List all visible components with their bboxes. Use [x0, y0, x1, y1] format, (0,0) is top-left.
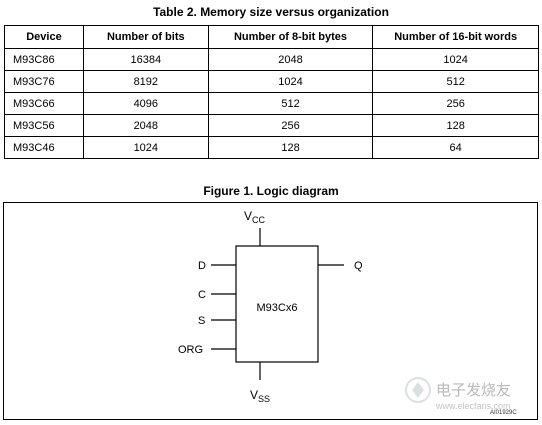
cell-bytes: 128	[207, 136, 374, 159]
cell-device: M93C66	[4, 92, 84, 115]
header-words: Number of 16-bit words	[372, 25, 539, 49]
cell-bits: 1024	[82, 136, 209, 159]
vcc-label-main: V	[244, 209, 252, 223]
pin-label-org: ORG	[178, 344, 203, 356]
figure-code: AI01929C	[490, 410, 517, 416]
memory-size-table: Device Number of bits Number of 8-bit by…	[4, 25, 539, 159]
cell-bits: 16384	[82, 48, 209, 71]
table-row: M93C56 2048 256 128	[4, 114, 539, 137]
logic-diagram: M93Cx6 VCC VSS D C S ORG Q 电子发烧友 www.ele…	[178, 209, 517, 416]
cell-bits: 8192	[82, 70, 209, 93]
cell-bytes: 1024	[207, 70, 374, 93]
pin-label-d: D	[198, 260, 206, 272]
cell-words: 128	[372, 114, 539, 137]
cell-bits: 4096	[82, 92, 209, 115]
cell-words: 64	[372, 136, 539, 159]
table-row: M93C86 16384 2048 1024	[4, 48, 539, 71]
vcc-label: VCC	[244, 209, 266, 225]
chip-body	[235, 245, 319, 363]
cell-words: 512	[372, 70, 539, 93]
watermark-url: www.elecfans.com	[435, 401, 511, 411]
cell-bits: 2048	[82, 114, 209, 137]
pin-label-c: C	[198, 289, 206, 301]
table-header-row: Device Number of bits Number of 8-bit by…	[4, 25, 539, 49]
cell-device: M93C86	[4, 48, 84, 71]
cell-device: M93C46	[4, 136, 84, 159]
cell-words: 1024	[372, 48, 539, 71]
vss-label-main: V	[250, 388, 258, 402]
vss-label: VSS	[250, 388, 270, 404]
cell-bytes: 512	[207, 92, 374, 115]
table-row: M93C46 1024 128 64	[4, 136, 539, 159]
chip-label: M93Cx6	[257, 302, 298, 314]
pin-label-q: Q	[354, 260, 363, 272]
table-row: M93C66 4096 512 256	[4, 92, 539, 115]
header-bits: Number of bits	[82, 25, 209, 49]
cell-bytes: 2048	[207, 48, 374, 71]
watermark-logo	[405, 377, 431, 403]
cell-device: M93C56	[4, 114, 84, 137]
pin-label-s: S	[198, 315, 205, 327]
vss-label-sub: SS	[258, 394, 270, 404]
cell-words: 256	[372, 92, 539, 115]
logic-diagram-frame: M93Cx6 VCC VSS D C S ORG Q 电子发烧友 www.ele…	[3, 202, 538, 420]
watermark-logo-ring	[405, 377, 431, 403]
watermark-logo-mark	[412, 382, 424, 398]
header-bytes: Number of 8-bit bytes	[207, 25, 374, 49]
watermark-text: 电子发烧友	[436, 382, 511, 399]
table-row: M93C76 8192 1024 512	[4, 70, 539, 93]
figure-caption: Figure 1. Logic diagram	[203, 184, 339, 198]
header-device: Device	[4, 25, 84, 49]
cell-bytes: 256	[207, 114, 374, 137]
table-caption: Table 2. Memory size versus organization	[153, 5, 389, 19]
cell-device: M93C76	[4, 70, 84, 93]
vcc-label-sub: CC	[252, 215, 265, 225]
